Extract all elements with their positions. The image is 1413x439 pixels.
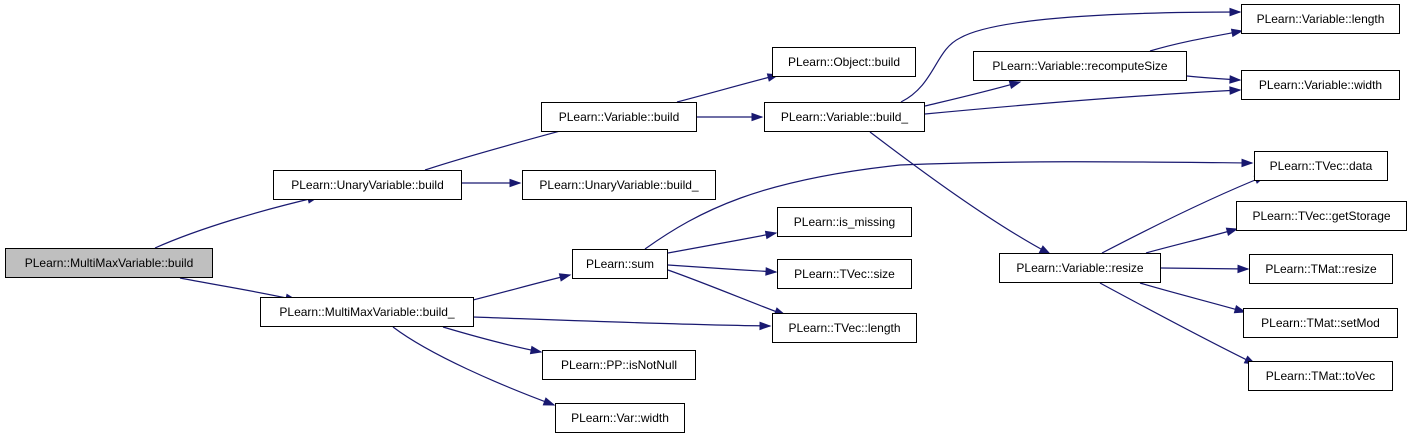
node-variable-recomputesize[interactable]: PLearn::Variable::recomputeSize — [973, 51, 1187, 81]
edge-var-build_-to-var-width — [924, 86, 1242, 115]
edge-recompute-to-var-length-arrowhead — [1230, 28, 1244, 38]
edge-mmv-build-to-mmv-build_-line — [179, 277, 297, 301]
edge-var-build-to-obj-build-line — [676, 74, 779, 103]
edge-var-build_-to-var-length-line — [900, 11, 1241, 103]
edge-recompute-to-var-length — [1149, 28, 1244, 52]
edge-mmv-build_-to-tvec-length — [472, 316, 772, 331]
edge-var-build_-to-var-length — [900, 7, 1242, 103]
edge-var-build-to-var-build_-arrowhead — [751, 112, 764, 122]
edge-mmv-build_-to-var-width-line — [392, 326, 555, 406]
edge-recompute-to-var-width — [1186, 75, 1242, 84]
edge-var-build_-to-recompute-line — [924, 81, 1021, 107]
edge-var-build-to-obj-build — [676, 73, 780, 103]
edge-sum-to-tvec-size-arrowhead — [765, 267, 778, 276]
node-is-missing[interactable]: PLearn::is_missing — [777, 207, 912, 237]
edge-sum-to-tvec-size — [667, 264, 778, 276]
edge-var-resize-to-tmat-tovec — [1099, 282, 1257, 365]
node-tmat-resize[interactable]: PLearn::TMat::resize — [1249, 254, 1393, 284]
edge-var-resize-to-tvec-getstorage — [1145, 227, 1239, 254]
edge-mmv-build_-to-tvec-length-line — [472, 316, 771, 327]
edge-var-resize-to-tvec-getstorage-line — [1145, 228, 1238, 254]
edge-var-resize-to-tmat-setmod-line — [1139, 282, 1246, 313]
edge-recompute-to-var-length-line — [1149, 30, 1243, 52]
node-tvec-getstorage[interactable]: PLearn::TVec::getStorage — [1236, 201, 1407, 231]
edge-var-resize-to-tmat-setmod — [1139, 282, 1247, 314]
edge-sum-to-tvec-size-line — [667, 264, 777, 273]
node-variable-resize[interactable]: PLearn::Variable::resize — [999, 253, 1161, 283]
edge-var-build_-to-var-resize-line — [869, 131, 1051, 255]
edge-var-resize-to-tmat-resize — [1160, 264, 1250, 274]
node-object-build[interactable]: PLearn::Object::build — [772, 47, 916, 77]
node-pp-isnotnull[interactable]: PLearn::PP::isNotNull — [542, 350, 696, 380]
edge-mmv-build-to-uv-build — [154, 195, 320, 249]
edge-mmv-build_-to-tvec-length-arrowhead — [759, 321, 772, 331]
node-tvec-length[interactable]: PLearn::TVec::length — [772, 313, 917, 343]
edge-sum-to-is-missing-arrowhead — [764, 230, 778, 240]
edge-sum-to-is-missing-line — [667, 232, 777, 254]
edge-uv-build-to-uv-build_-arrowhead — [509, 178, 522, 188]
edge-var-build_-to-var-length-arrowhead — [1229, 7, 1242, 17]
edge-mmv-build_-to-var-width-arrowhead — [542, 397, 556, 406]
node-multimaxvariable-build-underscore[interactable]: PLearn::MultiMaxVariable::build_ — [260, 297, 474, 327]
edge-mmv-build_-to-var-width — [392, 326, 556, 406]
node-tvec-data[interactable]: PLearn::TVec::data — [1254, 151, 1388, 181]
edge-var-build_-to-var-width-line — [924, 89, 1241, 115]
edge-uv-build-to-uv-build_ — [462, 178, 522, 188]
node-tmat-setmod[interactable]: PLearn::TMat::setMod — [1243, 308, 1398, 338]
node-unaryvariable-build-underscore[interactable]: PLearn::UnaryVariable::build_ — [522, 170, 716, 200]
edge-sum-to-tvec-data-arrowhead — [1241, 158, 1254, 168]
node-variable-width[interactable]: PLearn::Variable::width — [1241, 70, 1400, 100]
edge-var-resize-to-tmat-resize-line — [1160, 267, 1249, 270]
edge-recompute-to-var-width-arrowhead — [1229, 75, 1242, 84]
edge-var-resize-to-tvec-data-line — [1101, 175, 1266, 254]
edge-sum-to-tvec-length — [667, 269, 787, 316]
node-variable-build-underscore[interactable]: PLearn::Variable::build_ — [764, 102, 925, 132]
node-unaryvariable-build[interactable]: PLearn::UnaryVariable::build — [273, 170, 462, 200]
edge-var-resize-to-tmat-tovec-line — [1099, 282, 1256, 365]
edge-var-resize-to-tmat-resize-arrowhead — [1237, 264, 1250, 274]
edge-mmv-build_-to-sum — [472, 273, 572, 301]
edge-mmv-build_-to-pp-isnotnull-line — [442, 326, 542, 353]
edge-var-build_-to-recompute-arrowhead — [1008, 80, 1022, 90]
node-tmat-tovec[interactable]: PLearn::TMat::toVec — [1248, 361, 1393, 391]
edge-mmv-build-to-uv-build-line — [154, 196, 319, 249]
node-variable-length[interactable]: PLearn::Variable::length — [1241, 4, 1400, 34]
node-var-width[interactable]: PLearn::Var::width — [555, 403, 685, 433]
edge-var-resize-to-tvec-getstorage-arrowhead — [1225, 227, 1239, 236]
edge-mmv-build_-to-sum-line — [472, 274, 571, 301]
edge-sum-to-tvec-length-line — [667, 269, 786, 316]
edge-sum-to-tvec-data-line — [644, 161, 1253, 250]
edge-var-build_-to-var-width-arrowhead — [1229, 86, 1242, 95]
edge-sum-to-is-missing — [667, 230, 778, 254]
edge-var-build_-to-recompute — [924, 80, 1022, 107]
node-multimaxvariable-build[interactable]: PLearn::MultiMaxVariable::build — [5, 248, 213, 278]
edge-var-build-to-var-build_ — [697, 112, 764, 122]
node-sum[interactable]: PLearn::sum — [572, 249, 668, 279]
edge-mmv-build_-to-sum-arrowhead — [558, 273, 572, 282]
edge-mmv-build_-to-pp-isnotnull-arrowhead — [529, 345, 543, 355]
node-tvec-size[interactable]: PLearn::TVec::size — [777, 259, 912, 289]
edge-var-resize-to-tmat-setmod-arrowhead — [1233, 304, 1247, 314]
edge-mmv-build_-to-pp-isnotnull — [442, 326, 543, 355]
edge-sum-to-tvec-data — [644, 158, 1254, 250]
node-variable-build[interactable]: PLearn::Variable::build — [541, 102, 697, 132]
